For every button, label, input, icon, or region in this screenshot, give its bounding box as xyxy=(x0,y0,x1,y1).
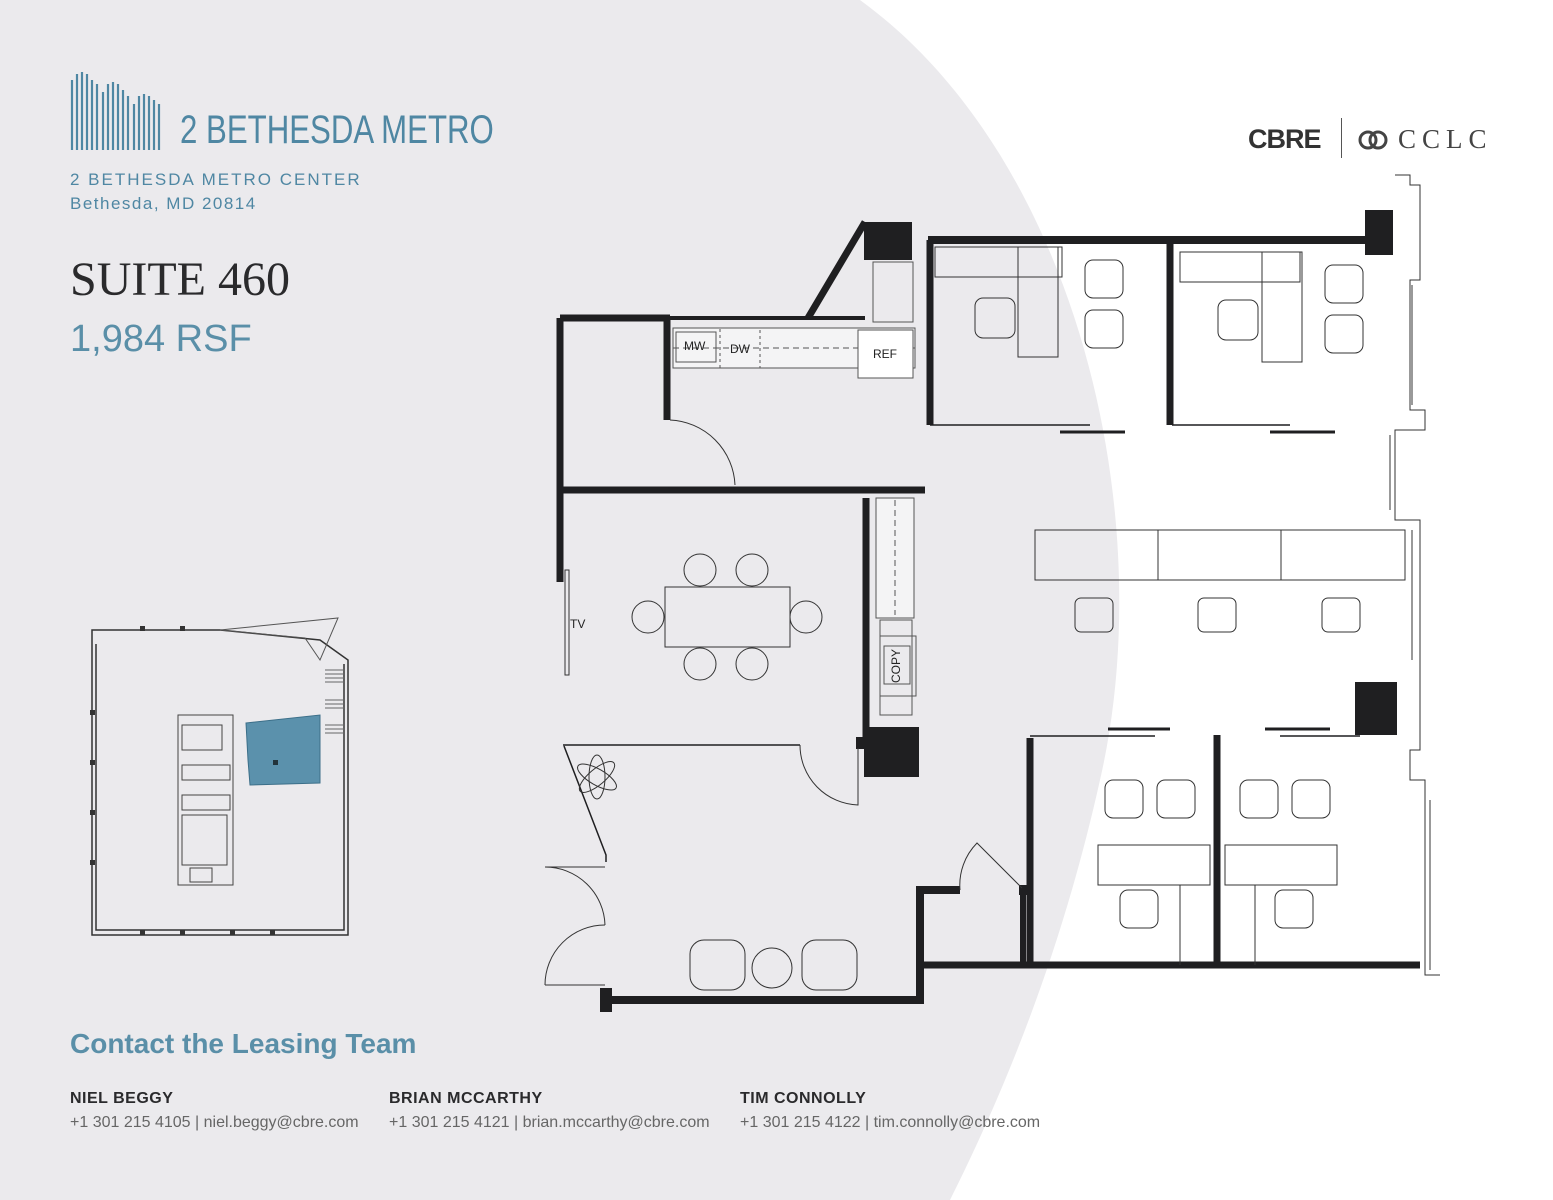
ref-label: REF xyxy=(873,347,897,361)
building-address: 2 BETHESDA METRO CENTER xyxy=(70,170,362,189)
logo-divider xyxy=(1341,118,1342,158)
building-name: 2 BETHESDA METRO xyxy=(180,108,494,152)
cclc-logo: CCLC xyxy=(1398,124,1493,154)
building-logo-icon xyxy=(70,72,161,150)
contact-card: NIEL BEGGY +1 301 215 4105 | niel.beggy@… xyxy=(70,1090,359,1132)
contact-phone-email[interactable]: +1 301 215 4105 | niel.beggy@cbre.com xyxy=(70,1114,359,1131)
key-plan-map xyxy=(90,617,349,936)
suite-floor-plan: MW DW REF TV COPY xyxy=(544,174,1440,1012)
contact-heading: Contact the Leasing Team xyxy=(70,1028,417,1059)
contact-phone-email[interactable]: +1 301 215 4121 | brian.mccarthy@cbre.co… xyxy=(389,1114,710,1131)
suite-area: 1,984 RSF xyxy=(70,318,252,360)
cclc-rings-icon xyxy=(1358,130,1388,150)
contact-phone-email[interactable]: +1 301 215 4122 | tim.connolly@cbre.com xyxy=(740,1114,1041,1131)
contact-card: TIM CONNOLLY +1 301 215 4122 | tim.conno… xyxy=(740,1090,1040,1132)
contact-card: BRIAN MCCARTHY +1 301 215 4121 | brian.m… xyxy=(389,1090,710,1132)
mw-label: MW xyxy=(684,339,706,353)
cbre-logo: CBRE xyxy=(1248,124,1322,154)
contact-name: NIEL BEGGY xyxy=(70,1090,174,1107)
contact-name: TIM CONNOLLY xyxy=(740,1090,867,1107)
building-city: Bethesda, MD 20814 xyxy=(70,194,257,213)
dw-label: DW xyxy=(730,342,751,356)
tv-label: TV xyxy=(570,617,585,631)
suite-title: SUITE 460 xyxy=(70,253,290,306)
contact-name: BRIAN MCCARTHY xyxy=(389,1090,543,1107)
copy-label: COPY xyxy=(889,649,903,683)
